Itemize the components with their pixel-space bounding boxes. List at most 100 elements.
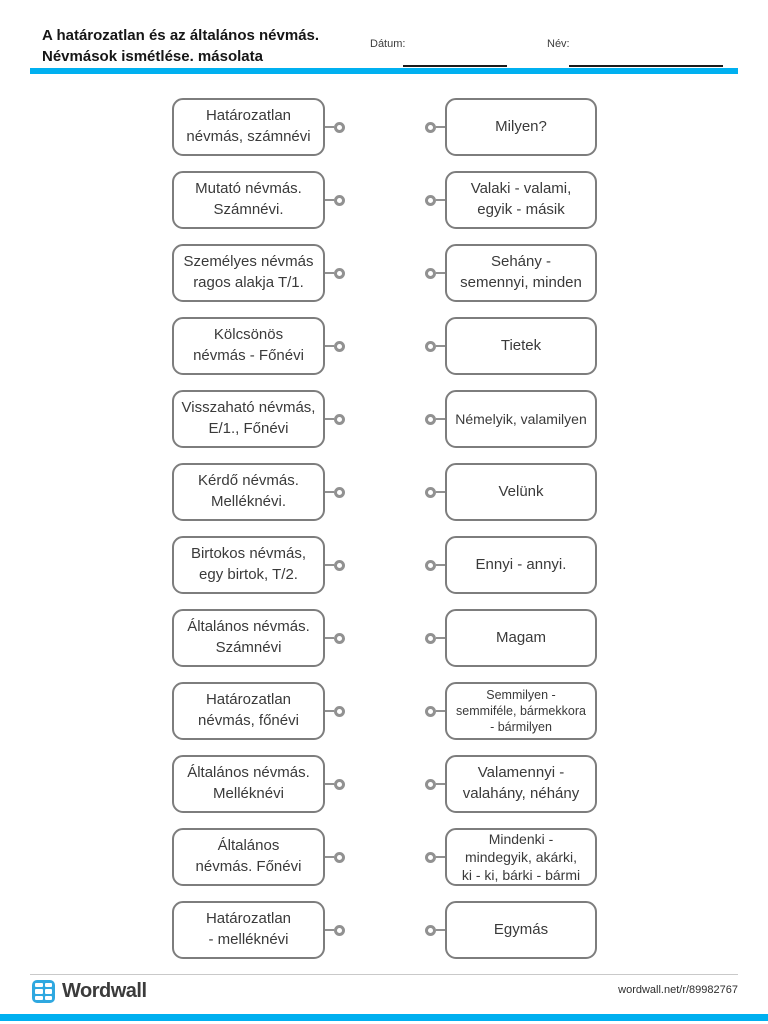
connector-line (436, 564, 445, 566)
match-right-text: Sehány - semennyi, minden (460, 253, 582, 291)
match-right-text: Egymás (493, 920, 549, 938)
connector-dot-icon (425, 705, 436, 717)
match-left-box: Kérdő névmás. Melléknévi. (172, 463, 325, 521)
page-header: A határozatlan és az általános névmás. N… (42, 25, 738, 67)
match-left-box: Kölcsönös névmás - Főnévi (172, 317, 325, 375)
match-right-box: Sehány - semennyi, minden (445, 244, 597, 302)
connector-line (436, 199, 445, 201)
connector-dot-icon (334, 486, 345, 498)
match-right-box: Mindenki - mindegyik, akárki, ki - ki, b… (445, 828, 597, 886)
connector-right (425, 486, 445, 498)
match-right-text: Semmilyen - semmiféle, bármekkora - bárm… (456, 687, 586, 735)
header-accent-rule (30, 68, 738, 74)
match-right-text: Valamennyi - valahány, néhány (462, 764, 580, 802)
match-left-box: Személyes névmás ragos alakja T/1. (172, 244, 325, 302)
connector-line (436, 491, 445, 493)
match-row: Általános névmás. Melléknévi Valamennyi … (0, 755, 768, 813)
connector-right (425, 924, 445, 936)
connector-left (325, 486, 345, 498)
connector-dot-icon (425, 413, 436, 425)
connector-left (325, 121, 345, 133)
match-right-text: Ennyi - annyi. (475, 555, 567, 573)
connector-right (425, 851, 445, 863)
connector-right (425, 413, 445, 425)
page-title: A határozatlan és az általános névmás. N… (42, 27, 320, 65)
match-right-text: Tietek (500, 336, 542, 354)
match-row: Általános névmás. Számnévi Magam (0, 609, 768, 667)
match-left-text: Határozatlan névmás, számnévi (186, 107, 311, 145)
connector-line (436, 929, 445, 931)
connector-dot-icon (334, 413, 345, 425)
match-left-text: Visszaható névmás, E/1., Főnévi (181, 399, 316, 437)
connector-line (436, 272, 445, 274)
connector-left (325, 413, 345, 425)
connector-left (325, 340, 345, 352)
connector-right (425, 194, 445, 206)
connector-right (425, 267, 445, 279)
match-row: Visszaható névmás, E/1., Főnévi Némelyik… (0, 390, 768, 448)
connector-line (436, 710, 445, 712)
match-left-text: Személyes névmás ragos alakja T/1. (183, 253, 314, 291)
match-left-text: Kölcsönös névmás - Főnévi (193, 326, 304, 364)
footer-url: wordwall.net/r/89982767 (618, 984, 738, 996)
match-left-box: Határozatlan - melléknévi (172, 901, 325, 959)
match-left-box: Általános névmás. Számnévi (172, 609, 325, 667)
connector-right (425, 778, 445, 790)
match-right-box: Némelyik, valamilyen (445, 390, 597, 448)
match-right-box: Valaki - valami, egyik - másik (445, 171, 597, 229)
match-right-text: Valaki - valami, egyik - másik (470, 180, 572, 218)
connector-dot-icon (334, 340, 345, 352)
connector-left (325, 267, 345, 279)
connector-dot-icon (425, 121, 436, 133)
connector-line (325, 783, 334, 785)
connector-dot-icon (334, 924, 345, 936)
footer-divider (30, 974, 738, 975)
connector-dot-icon (425, 924, 436, 936)
page-footer: Wordwall wordwall.net/r/89982767 (32, 980, 738, 1006)
connector-line (325, 126, 334, 128)
connector-line (325, 345, 334, 347)
connector-right (425, 559, 445, 571)
connector-dot-icon (334, 267, 345, 279)
connector-line (436, 126, 445, 128)
match-left-box: Általános névmás. Főnévi (172, 828, 325, 886)
date-underline (403, 65, 507, 67)
match-right-text: Velünk (498, 482, 544, 500)
name-label: Név: (547, 38, 570, 50)
match-left-text: Kérdő névmás. Melléknévi. (198, 472, 299, 510)
name-underline (569, 65, 723, 67)
connector-dot-icon (425, 486, 436, 498)
footer-accent-rule (0, 1014, 768, 1021)
connector-line (325, 710, 334, 712)
match-row: Határozatlan névmás, számnévi Milyen? (0, 98, 768, 156)
match-left-text: Általános névmás. Számnévi (187, 618, 310, 656)
match-row: Határozatlan - melléknévi Egymás (0, 901, 768, 959)
connector-line (436, 418, 445, 420)
connector-dot-icon (334, 632, 345, 644)
connector-left (325, 778, 345, 790)
match-left-box: Birtokos névmás, egy birtok, T/2. (172, 536, 325, 594)
match-left-box: Határozatlan névmás, főnévi (172, 682, 325, 740)
connector-line (325, 564, 334, 566)
connector-dot-icon (334, 778, 345, 790)
connector-left (325, 705, 345, 717)
match-left-text: Határozatlan névmás, főnévi (198, 691, 299, 729)
connector-dot-icon (425, 194, 436, 206)
match-row: Kérdő névmás. Melléknévi. Velünk (0, 463, 768, 521)
connector-line (436, 783, 445, 785)
match-left-text: Mutató névmás. Számnévi. (195, 180, 302, 218)
connector-left (325, 559, 345, 571)
header-fields: Dátum: Név: (370, 35, 738, 77)
match-right-box: Magam (445, 609, 597, 667)
connector-line (325, 637, 334, 639)
match-row: Határozatlan névmás, főnévi Semmilyen - … (0, 682, 768, 740)
match-pairs-list: Határozatlan névmás, számnévi Milyen? Mu… (0, 98, 768, 974)
wordwall-brand: Wordwall (32, 980, 738, 1003)
connector-dot-icon (334, 705, 345, 717)
match-row: Kölcsönös névmás - Főnévi Tietek (0, 317, 768, 375)
connector-line (436, 637, 445, 639)
wordwall-logo-icon (32, 980, 55, 1003)
connector-dot-icon (334, 121, 345, 133)
connector-line (325, 418, 334, 420)
